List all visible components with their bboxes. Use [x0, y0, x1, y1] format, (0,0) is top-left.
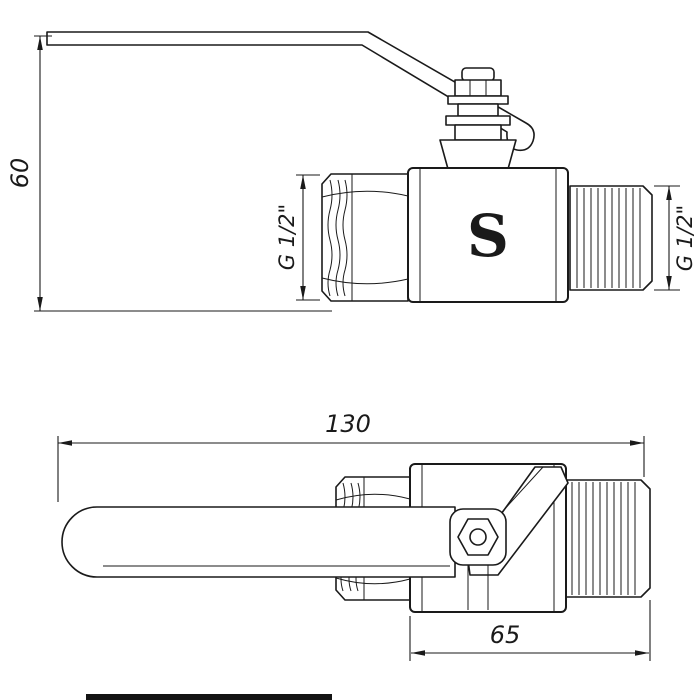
- dimension-thread-left: G 1/2": [275, 174, 320, 301]
- brand-logo: S: [467, 202, 509, 270]
- dimension-height-60: 60: [6, 35, 332, 312]
- thread-lines-plan: [571, 482, 636, 595]
- stem-nut-stack: [439, 67, 517, 170]
- stem-center-hole: [469, 528, 487, 546]
- body-outline: [407, 167, 569, 303]
- stem-top-nut: [454, 79, 502, 97]
- stem-cap: [461, 67, 495, 82]
- stem-bushing: [457, 103, 499, 117]
- right-coupling-side: [569, 185, 653, 291]
- handle-bar: [61, 506, 456, 578]
- internal-thread-hatch: [327, 179, 333, 297]
- plan-view: 130 65: [57, 410, 651, 661]
- left-coupling-side: [321, 173, 409, 302]
- height-dim-label: 60: [6, 158, 34, 189]
- dimension-body-65: 65: [409, 600, 651, 661]
- lever-handle-side: [46, 31, 535, 152]
- thread-left-label: G 1/2": [275, 204, 299, 270]
- stem-nut-plan: [449, 508, 507, 610]
- cropped-watermark-bar: [86, 694, 332, 700]
- stem-neck: [454, 124, 502, 141]
- dimension-length-130: 130: [57, 410, 645, 502]
- thread-lines: [576, 188, 641, 288]
- side-view: S 60 G 1/2" G 1/2": [6, 31, 697, 312]
- stem-washer-lower: [445, 115, 511, 126]
- stem-washer-upper: [447, 95, 509, 105]
- packing-gland: [439, 139, 517, 170]
- length-dim-label: 130: [325, 410, 371, 438]
- thread-right-label: G 1/2": [673, 205, 697, 271]
- right-coupling-plan: [565, 479, 651, 598]
- valve-body-side: S: [407, 167, 569, 303]
- dimension-thread-right: G 1/2": [654, 185, 697, 291]
- body-dim-label: 65: [490, 621, 521, 649]
